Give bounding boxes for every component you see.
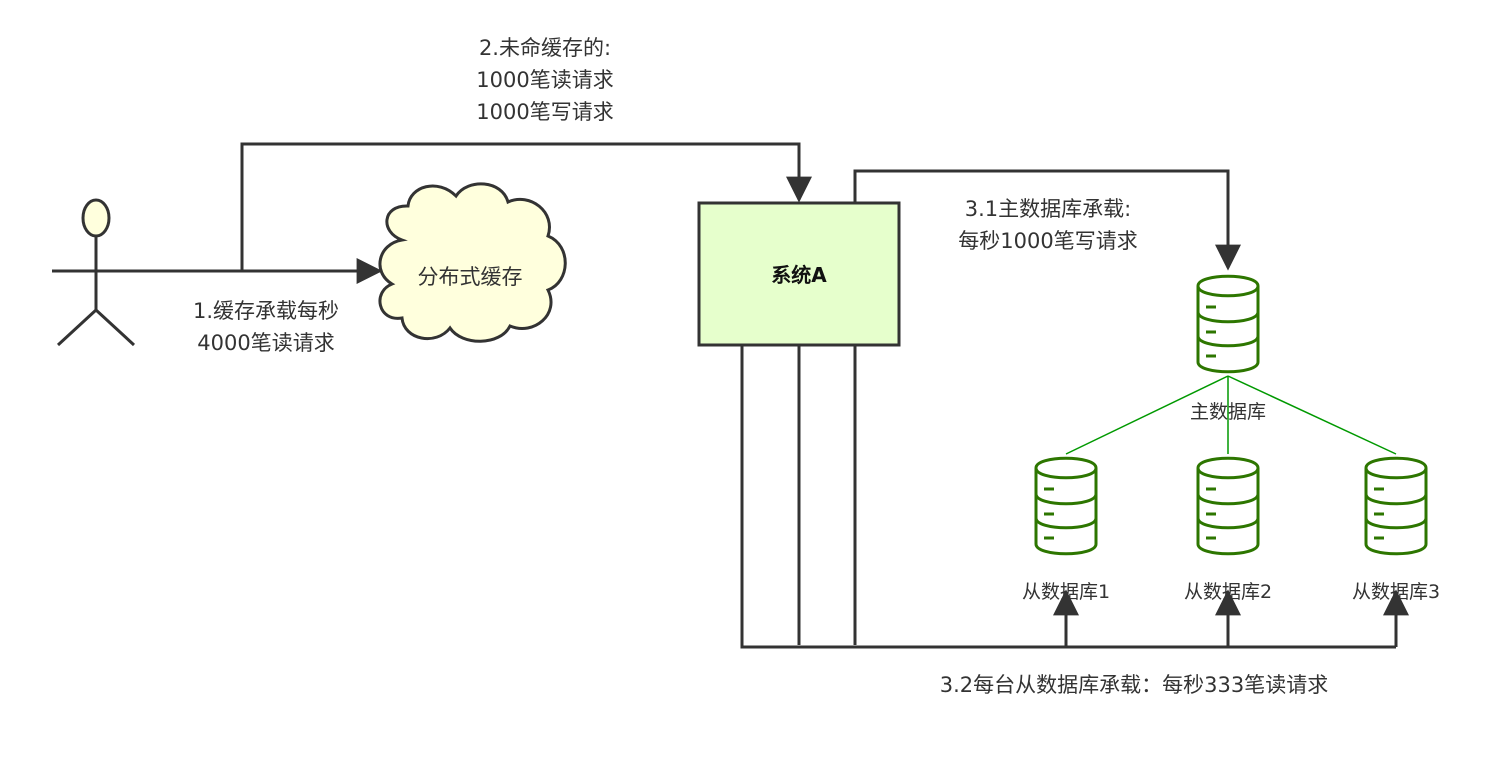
- cloud-shape: [378, 182, 567, 343]
- master-db-label: 主数据库: [1190, 401, 1266, 423]
- slave-load-label: 3.2每台从数据库承载：每秒333笔读请求: [940, 673, 1328, 697]
- slave-db-2-label: 从数据库2: [1184, 581, 1272, 603]
- system-a-label: 系统A: [771, 263, 827, 287]
- cache-miss-line-1: 2.未命缓存的:: [479, 36, 611, 60]
- cache-miss-label: 2.未命缓存的: 1000笔读请求 1000笔写请求: [476, 36, 613, 124]
- database-icon: [1196, 274, 1260, 374]
- cache-miss-line-2: 1000笔读请求: [476, 68, 613, 92]
- cache-load-label: 1.缓存承载每秒 4000笔读请求: [193, 299, 339, 355]
- slave-db-2-node: [1196, 456, 1260, 556]
- cache-miss-line-3: 1000笔写请求: [476, 100, 613, 124]
- database-icon: [1364, 456, 1428, 556]
- cache-node: 分布式缓存: [378, 182, 567, 343]
- master-load-line-1: 3.1主数据库承载:: [965, 197, 1131, 221]
- database-icon: [1034, 456, 1098, 556]
- cache-load-line-2: 4000笔读请求: [197, 331, 334, 355]
- system-a-node: 系统A: [697, 201, 901, 347]
- slave-db-3-label: 从数据库3: [1352, 581, 1440, 603]
- database-icon: [1196, 456, 1260, 556]
- replication-tree: [1065, 375, 1397, 455]
- cache-load-line-1: 1.缓存承载每秒: [193, 299, 339, 323]
- slave-db-1-node: [1034, 456, 1098, 556]
- master-load-line-2: 每秒1000笔写请求: [958, 229, 1137, 253]
- slave-db-3-node: [1364, 456, 1428, 556]
- cache-label: 分布式缓存: [418, 265, 523, 289]
- edge-user-to-system: [240, 142, 812, 271]
- slave-db-1-label: 从数据库1: [1022, 581, 1110, 603]
- master-load-label: 3.1主数据库承载: 每秒1000笔写请求: [958, 197, 1137, 253]
- user-actor: [52, 198, 148, 347]
- edges-system-to-slaves: [740, 345, 1409, 649]
- master-db-node: [1196, 274, 1260, 374]
- edge-system-to-master: [853, 169, 1241, 271]
